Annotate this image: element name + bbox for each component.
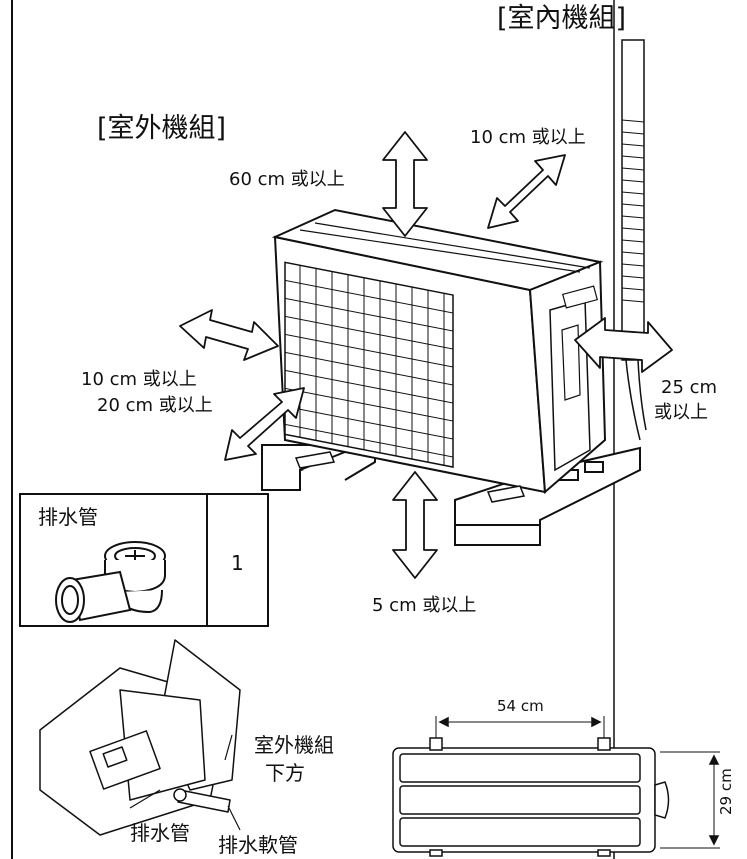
clearance-arrows	[179, 131, 673, 579]
arrow-right	[574, 317, 673, 373]
drain-pipe-label: 排水管	[130, 821, 190, 845]
drain-fitting-image	[55, 541, 166, 623]
outdoor-unit-label: [室外機組]	[97, 113, 227, 144]
drain-install-detail	[39, 639, 241, 836]
clearance-right-label-1: 25 cm	[661, 377, 718, 398]
drain-hose-label: 排水軟管	[218, 833, 298, 857]
top-view-drawing	[392, 716, 720, 857]
indoor-unit-label: [室內機組]	[497, 3, 627, 34]
clearance-left-label-1: 10 cm 或以上	[81, 369, 197, 390]
arrow-left-2	[224, 387, 305, 461]
under-outdoor-label-2: 下方	[265, 761, 305, 785]
dimension-depth-label: 29 cm	[717, 768, 735, 815]
arrow-left-1	[179, 309, 279, 361]
outdoor-unit	[271, 208, 607, 495]
clearance-top-label: 60 cm 或以上	[229, 169, 345, 190]
indoor-pipe	[621, 39, 647, 441]
clearance-right-label-2: 或以上	[654, 402, 708, 423]
clearance-bottom-label: 5 cm 或以上	[372, 595, 477, 616]
arrow-top	[382, 131, 428, 237]
drain-part-name: 排水管	[38, 505, 98, 529]
clearance-left-label-2: 20 cm 或以上	[97, 395, 213, 416]
under-outdoor-label-1: 室外機組	[254, 733, 334, 757]
dimension-width-label: 54 cm	[497, 697, 544, 715]
clearance-back-label: 10 cm 或以上	[470, 127, 586, 148]
drain-part-quantity: 1	[231, 551, 244, 575]
arrow-back	[487, 154, 566, 229]
parts-table	[19, 493, 269, 627]
unit-feet	[294, 451, 526, 503]
arrow-bottom	[392, 471, 438, 579]
